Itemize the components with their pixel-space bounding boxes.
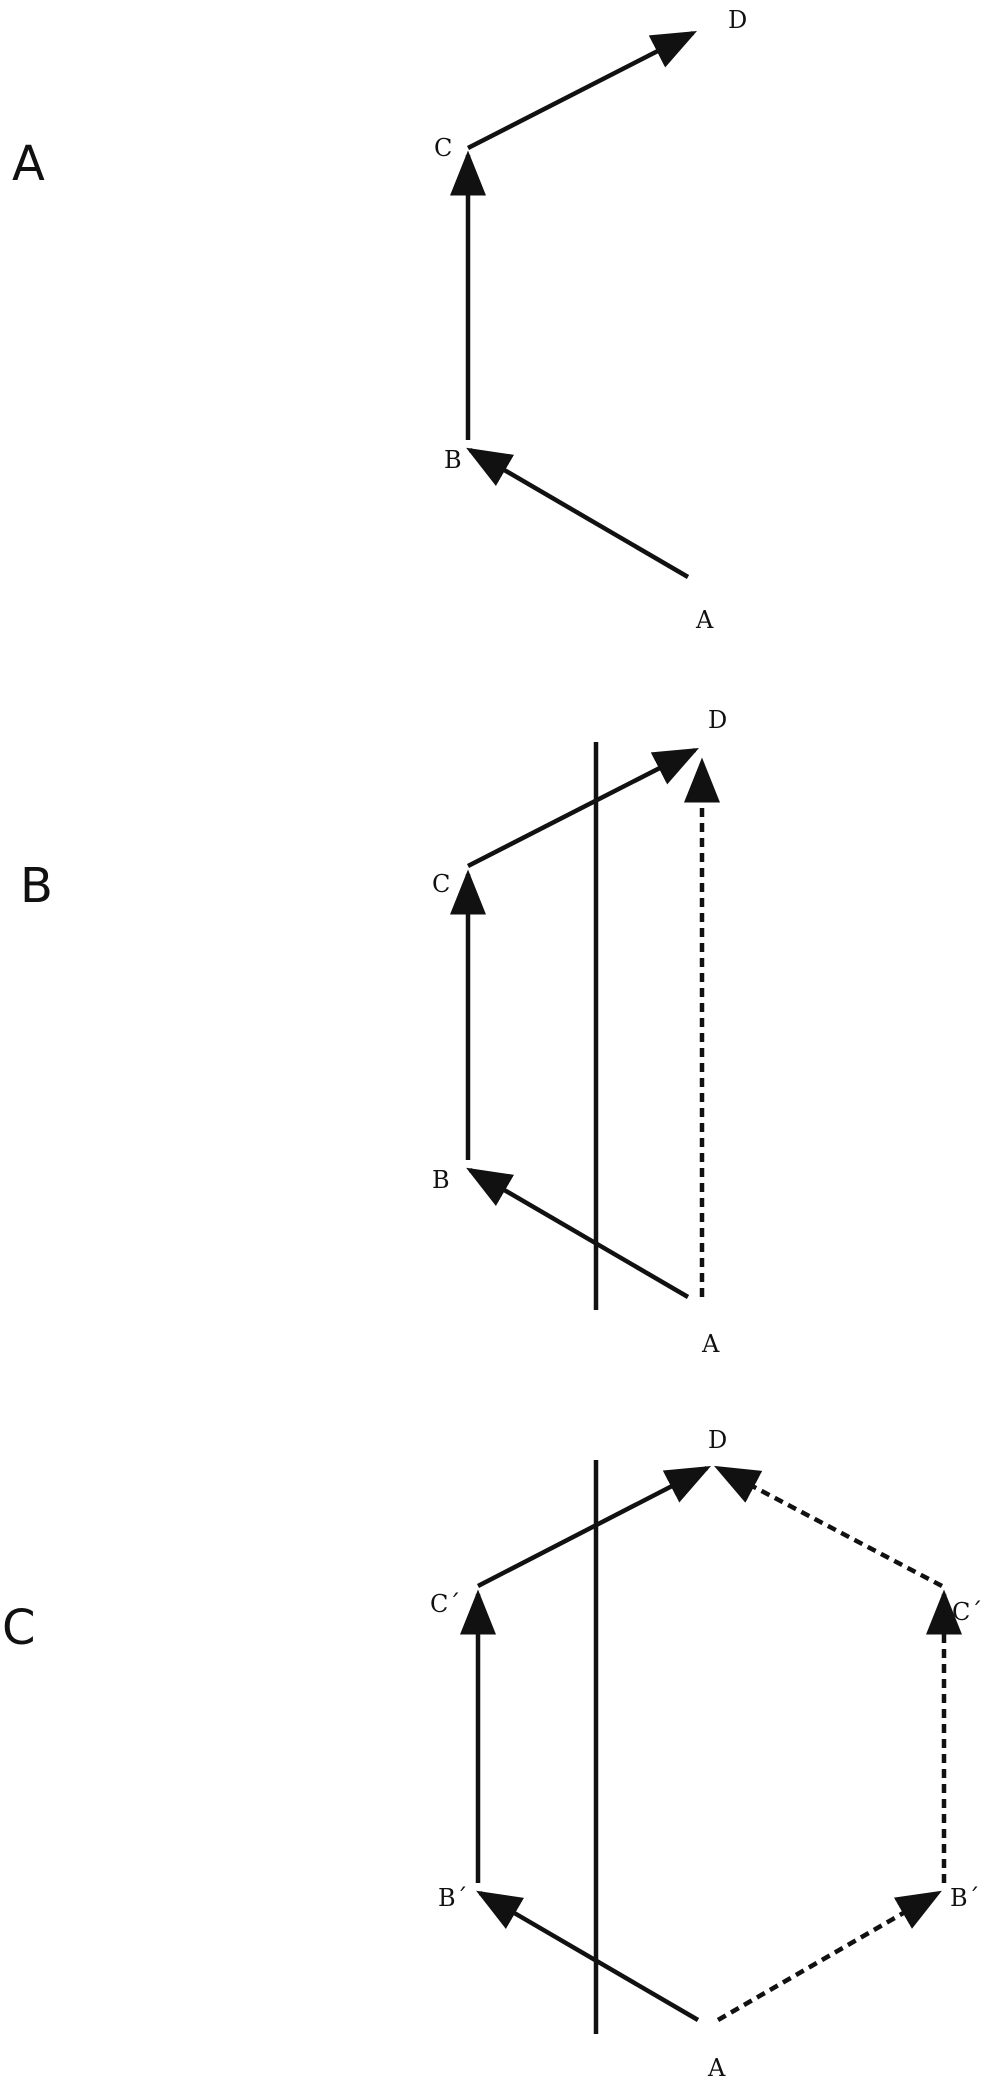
point-label-c: C — [434, 134, 452, 162]
point-label-d: D — [728, 6, 747, 34]
point-label-d: D — [708, 1426, 727, 1454]
panel-a: A A B C D — [12, 6, 747, 634]
dashed-arrow-a-to-b-prime — [716, 1890, 942, 2022]
point-label-c-prime-right: C´ — [952, 1598, 982, 1626]
point-label-a: A — [695, 606, 714, 634]
point-label-b: B — [432, 1166, 450, 1194]
panel-c: C A B´ C´ D C´ B´ — [2, 1426, 982, 2079]
arrow-a-to-b — [466, 1167, 690, 1299]
arrow-c-to-d — [466, 30, 698, 151]
point-label-d: D — [708, 706, 727, 734]
panel-label-c: C — [2, 1600, 36, 1656]
point-label-a: A — [707, 2054, 726, 2079]
arrow-a-to-b — [476, 1890, 700, 2022]
point-label-b: B — [444, 446, 462, 474]
dashed-arrow-c-prime-to-d — [714, 1465, 944, 1588]
arrow-c-to-d — [476, 1465, 712, 1589]
panel-label-b: B — [20, 858, 53, 914]
point-label-a: A — [701, 1330, 720, 1358]
point-label-c-prime: C´ — [430, 1590, 460, 1618]
panel-label-a: A — [12, 136, 45, 192]
panel-b: B A B C D — [20, 706, 727, 1358]
point-label-c: C — [432, 870, 450, 898]
arrow-c-to-d — [466, 747, 700, 869]
point-label-b-prime-right: B´ — [950, 1884, 980, 1912]
point-label-b-prime: B´ — [438, 1884, 468, 1912]
arrow-a-to-b — [466, 447, 690, 579]
